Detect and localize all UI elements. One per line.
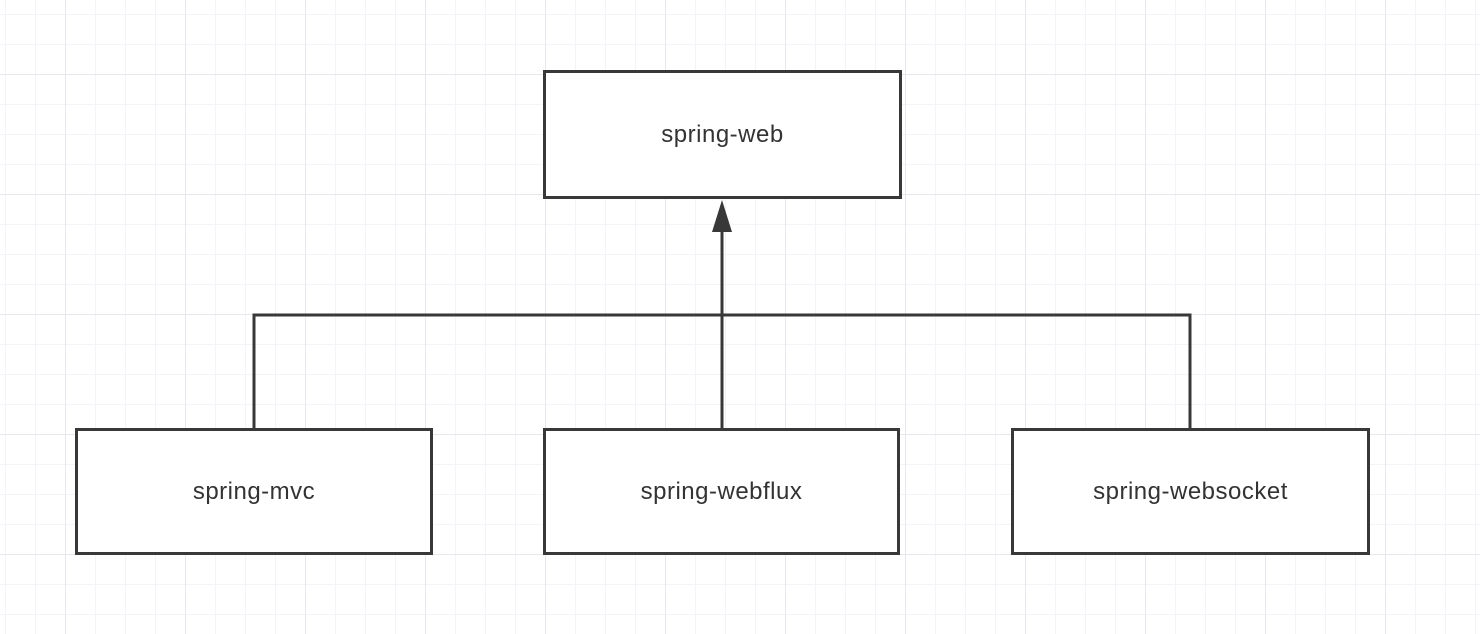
edge-spring-mvc-to-spring-web[interactable] [252,313,722,428]
node-spring-mvc[interactable]: spring-mvc [75,428,433,555]
node-spring-mvc-label: spring-mvc [192,477,316,505]
node-spring-web-label: spring-web [661,120,784,148]
node-spring-web[interactable]: spring-web [543,70,902,199]
edge-spring-websocket-to-spring-web[interactable] [722,313,1192,428]
node-spring-websocket-label: spring-websocket [1093,477,1288,505]
node-spring-webflux-label: spring-webflux [640,477,803,505]
node-spring-websocket[interactable]: spring-websocket [1011,428,1370,555]
arrowhead-up-icon [712,200,732,232]
node-spring-webflux[interactable]: spring-webflux [543,428,900,555]
